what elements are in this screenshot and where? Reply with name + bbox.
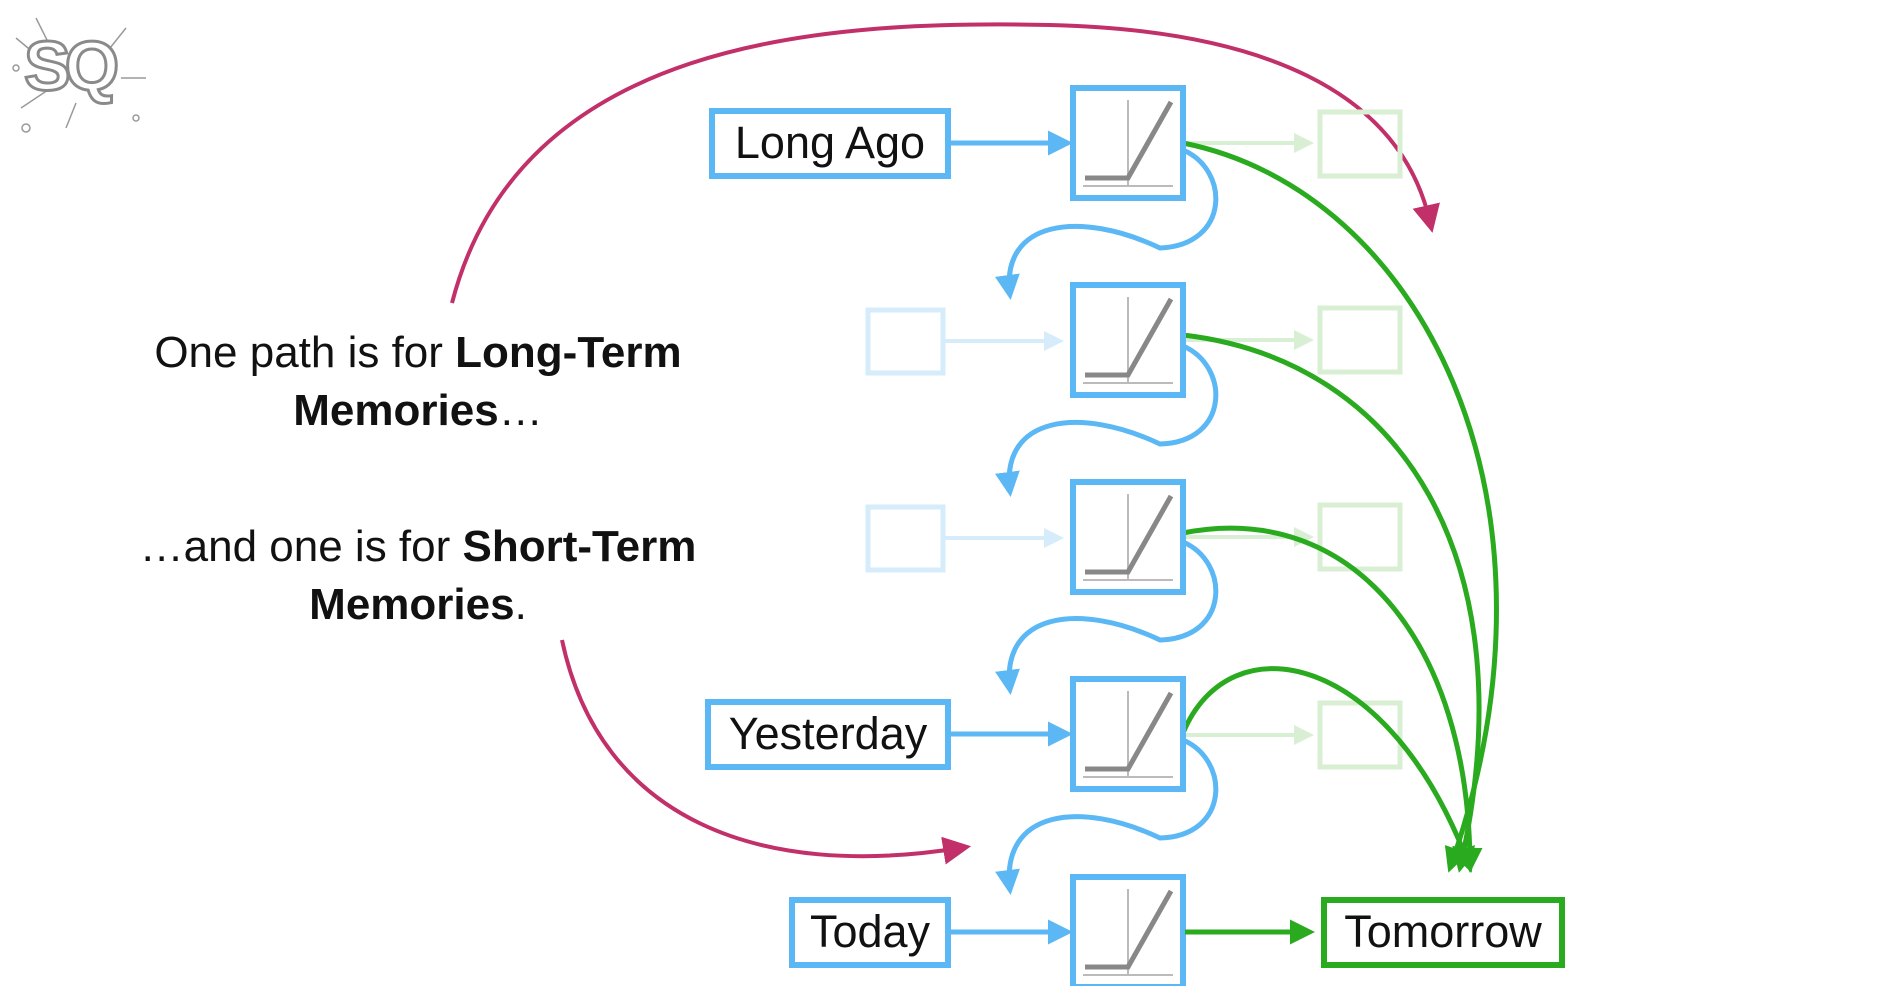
lstm-cell-1 <box>1070 85 1186 201</box>
caption-long-term-suffix: … <box>498 386 543 435</box>
logo-decoration-lines <box>12 17 146 133</box>
short-term-path-arrow <box>560 639 972 865</box>
output-tomorrow-label: Tomorrow <box>1344 906 1542 957</box>
faded-input-box-3 <box>865 504 946 573</box>
input-yesterday-label: Yesterday <box>729 708 928 759</box>
faded-input-box-2 <box>865 307 946 376</box>
caption-long-term: One path is for Long-Term Memories… <box>118 324 718 440</box>
lstm-cells <box>1070 85 1186 986</box>
input-today-label: Today <box>810 906 931 957</box>
lstm-cell-5 <box>1070 874 1186 986</box>
lstm-cell-3 <box>1070 479 1186 595</box>
caption-long-term-bold: Long-Term Memories <box>293 328 682 435</box>
caption-long-term-prefix: One path is for <box>154 328 456 377</box>
lstm-cell-4 <box>1070 676 1186 792</box>
input-long-ago-label: Long Ago <box>735 117 925 168</box>
input-yesterday: Yesterday <box>705 699 951 770</box>
long-term-path-arrow <box>450 22 1440 304</box>
output-tomorrow: Tomorrow <box>1321 897 1565 968</box>
logo-text: SQ <box>24 27 117 105</box>
lstm-cell-2 <box>1070 282 1186 398</box>
recurrent-connections <box>994 147 1219 895</box>
output-connections <box>1180 140 1499 873</box>
caption-short-term-prefix: …and one is for <box>139 522 463 571</box>
caption-short-term-bold: Short-Term Memories <box>309 522 697 629</box>
input-long-ago: Long Ago <box>709 108 951 179</box>
input-today: Today <box>789 897 951 968</box>
caption-short-term-suffix: . <box>514 580 527 629</box>
statquest-logo: SQ <box>12 17 146 133</box>
caption-short-term: …and one is for Short-Term Memories. <box>118 518 718 634</box>
